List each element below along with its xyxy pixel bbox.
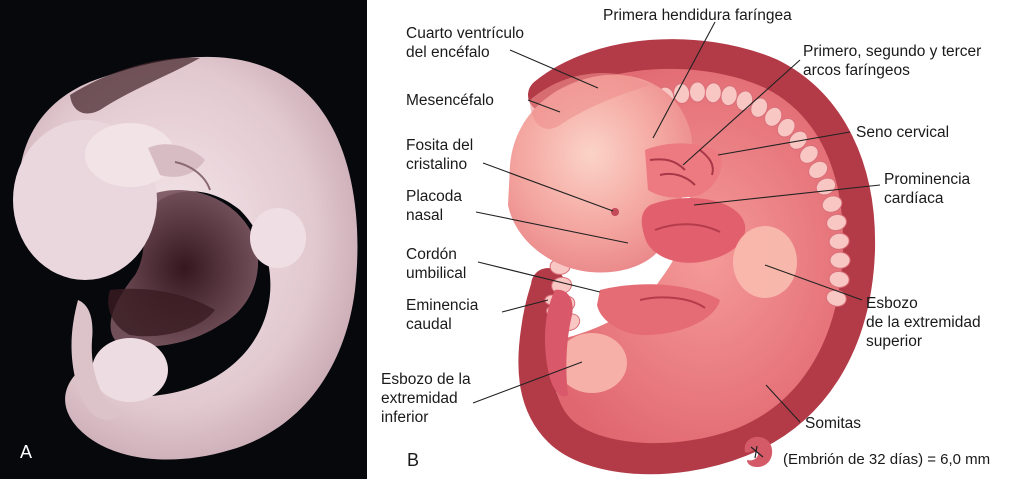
label-seno-cervical: Seno cervical — [856, 123, 949, 142]
embryo-photo-panel: A — [0, 0, 367, 479]
label-mesencefalo: Mesencéfalo — [406, 91, 494, 110]
panel-letter-a: A — [20, 442, 32, 463]
embryo-photo-image — [0, 0, 367, 479]
scale-note: (Embrión de 32 días) = 6,0 mm — [783, 450, 990, 469]
panel-letter-b: B — [407, 450, 419, 471]
somite — [689, 82, 705, 102]
label-primera-hendidura: Primera hendidura faríngea — [603, 6, 792, 25]
scale-embryo-icon — [737, 432, 777, 472]
label-somitas: Somitas — [805, 414, 861, 433]
somite — [830, 252, 850, 268]
